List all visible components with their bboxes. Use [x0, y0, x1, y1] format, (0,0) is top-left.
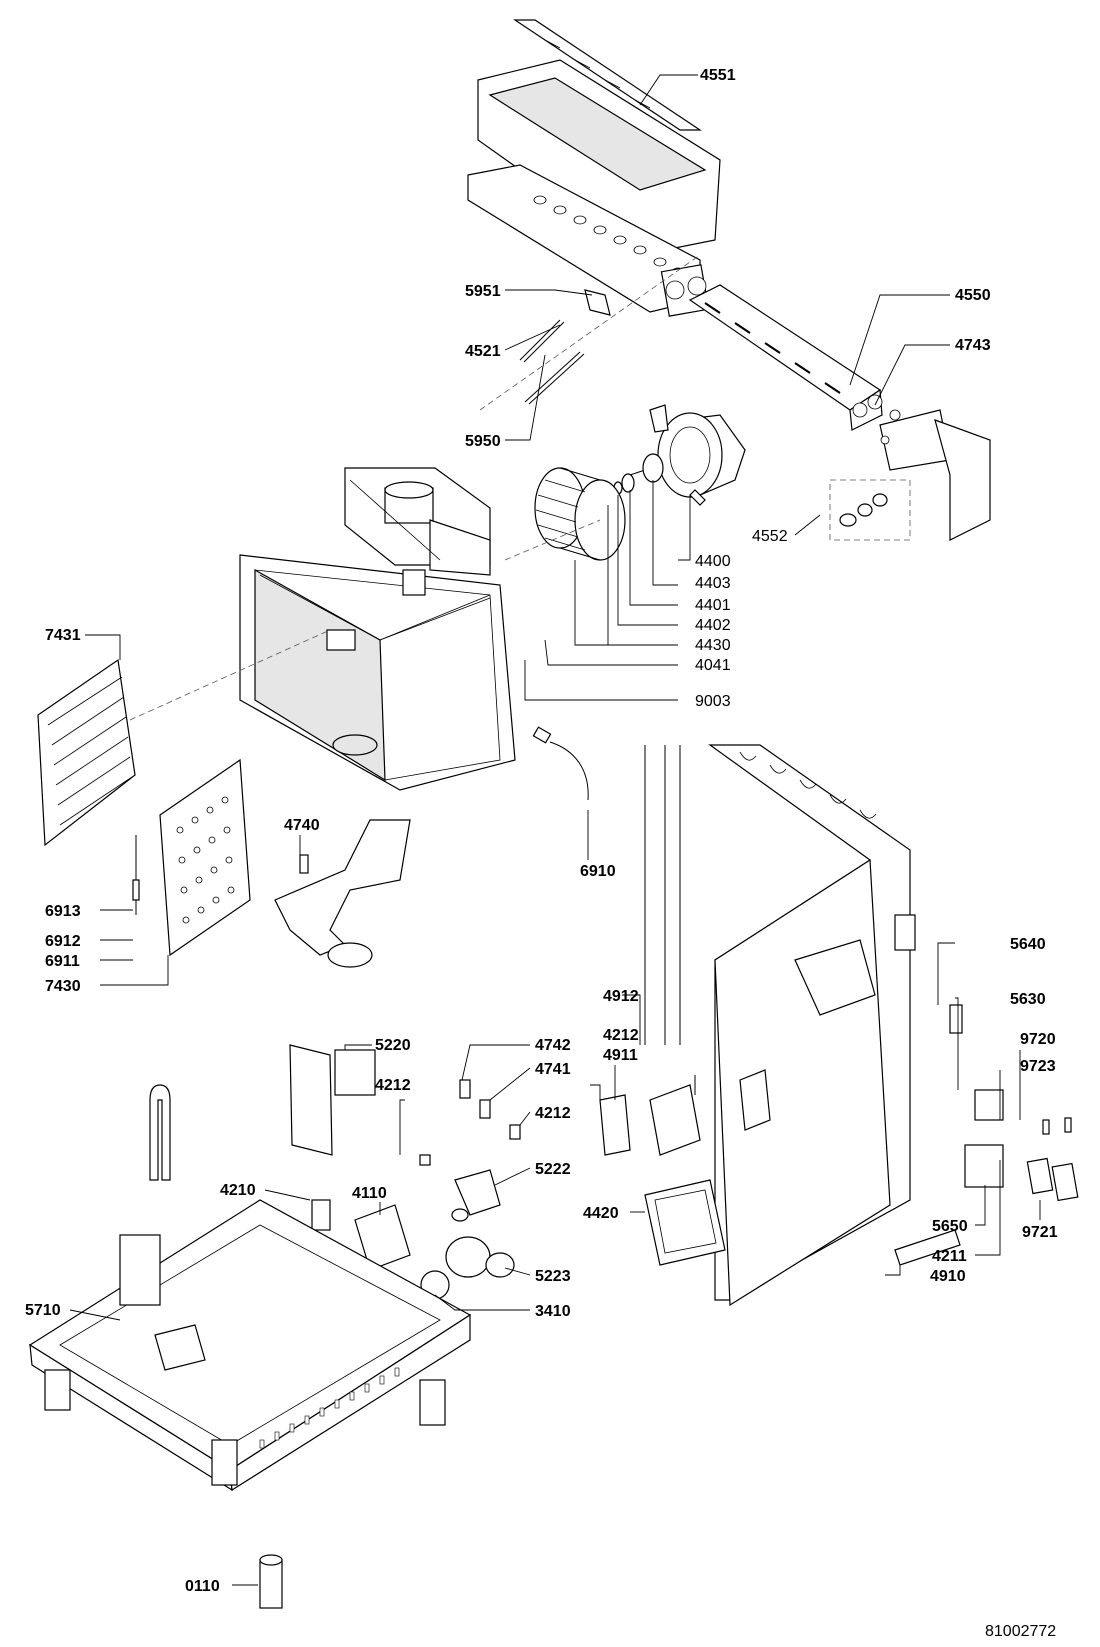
- callout-9003: 9003: [695, 693, 731, 710]
- callout-7431: 7431: [45, 627, 81, 644]
- callout-6912: 6912: [45, 933, 81, 950]
- callout-6913: 6913: [45, 903, 81, 920]
- callout-5951: 5951: [465, 283, 501, 300]
- axis-chamber-fan: [504, 519, 601, 561]
- base-frame: [28, 1084, 472, 1609]
- callout-5222: 5222: [535, 1161, 571, 1178]
- callout-4743: 4743: [955, 337, 991, 354]
- callout-4211: 4211: [932, 1248, 967, 1265]
- callout-6911: 6911: [45, 953, 80, 970]
- callout-9720: 9720: [1020, 1031, 1056, 1048]
- callout-4401: 4401: [695, 597, 731, 614]
- callout-5650: 5650: [932, 1218, 968, 1235]
- callout-5710: 5710: [25, 1302, 61, 1319]
- drain-pipe-4740: [274, 819, 411, 968]
- callout-5630: 5630: [1010, 991, 1046, 1008]
- callout-4552: 4552: [752, 528, 788, 545]
- document-number: 81002772: [985, 1623, 1056, 1640]
- callout-4402: 4402: [695, 617, 731, 634]
- callout-6910: 6910: [580, 863, 616, 880]
- callout-4212-c: 4212: [375, 1077, 411, 1094]
- callout-4912: 4912: [603, 988, 639, 1005]
- terminal-strip-4910: [894, 1229, 961, 1266]
- callout-5223: 5223: [535, 1268, 571, 1285]
- callout-5640: 5640: [1010, 936, 1046, 953]
- callout-3410: 3410: [535, 1303, 571, 1320]
- leader-lines: [69, 74, 1041, 1586]
- side-panel: [644, 744, 916, 1307]
- fan-4420: [644, 1179, 726, 1266]
- contactor-4912-4911: [599, 1075, 701, 1156]
- fan-motor-4400: [598, 404, 746, 506]
- callout-5950: 5950: [465, 433, 501, 450]
- callout-5220: 5220: [375, 1037, 411, 1054]
- gas-valve-assembly: [289, 1044, 521, 1300]
- side-rack-7431: [37, 658, 136, 847]
- callout-4210: 4210: [220, 1182, 256, 1199]
- callout-4742: 4742: [535, 1037, 571, 1054]
- callout-4910: 4910: [930, 1268, 966, 1285]
- burner-housing-4551: [467, 19, 721, 317]
- callout-4110: 4110: [352, 1185, 387, 1202]
- callout-4550: 4550: [955, 287, 991, 304]
- burner-tube-4550: [688, 284, 883, 431]
- callout-4521: 4521: [465, 343, 501, 360]
- cooking-chamber: [239, 467, 516, 791]
- temperature-sensor-6910: [532, 726, 589, 801]
- callout-4911: 4911: [603, 1047, 638, 1064]
- callout-4551: 4551: [700, 67, 736, 84]
- callout-7430: 7430: [45, 978, 81, 995]
- callout-4212-b: 4212: [535, 1105, 571, 1122]
- gas-inlet-bracket-4743: [829, 409, 991, 541]
- side-rack-7430: [159, 758, 251, 957]
- fan-wheel-4430: [534, 467, 626, 561]
- components-5640-5630-5650: [949, 1004, 1079, 1202]
- callout-9721: 9721: [1022, 1224, 1058, 1241]
- callout-4041: 4041: [695, 657, 731, 674]
- callout-9723: 9723: [1020, 1058, 1056, 1075]
- callout-4403: 4403: [695, 575, 731, 592]
- callout-labels: 4551 5951 4550 4743 4521 5950 4552 4400 …: [25, 67, 1058, 1640]
- callout-4430: 4430: [695, 637, 731, 654]
- callout-0110: 0110: [185, 1578, 220, 1595]
- callout-4212-a: 4212: [603, 1027, 639, 1044]
- callout-4400: 4400: [695, 553, 731, 570]
- probe-6913: [132, 835, 140, 915]
- callout-4420: 4420: [583, 1205, 619, 1222]
- callout-4740: 4740: [284, 817, 320, 834]
- axis-rack-chamber: [129, 629, 331, 721]
- callout-4741: 4741: [535, 1061, 571, 1078]
